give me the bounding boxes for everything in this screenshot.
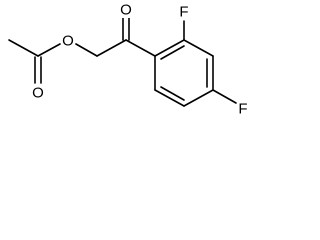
bond-ring-f-para	[212, 89, 237, 104]
molecule-drawing: O O O F F	[8, 2, 249, 118]
o-ester-label: O	[62, 33, 74, 50]
ring-bond-5	[154, 89, 185, 107]
bond-acetyl-c-o-ester	[37, 43, 61, 57]
o-acetyl-bg	[31, 85, 45, 101]
f-ortho-label: F	[179, 4, 188, 21]
bond-ch2-ketone-c	[96, 39, 127, 57]
f-ortho-bg	[178, 4, 190, 20]
bond-methyl-carbonyl	[8, 39, 39, 57]
ring-inner-double-3	[160, 86, 185, 101]
f-para-label: F	[238, 101, 247, 118]
ring-bond-4	[183, 89, 214, 107]
bond-o-ester-ch2	[75, 43, 98, 57]
bond-ketone-c-ring	[125, 39, 156, 57]
o-acetyl-label: O	[32, 85, 44, 102]
o-ester-bg	[61, 33, 75, 49]
structure-canvas: O O O F F	[8, 2, 249, 118]
ring-inner-double-1	[160, 45, 185, 60]
o-ketone-label: O	[120, 2, 132, 19]
f-para-bg	[237, 101, 249, 117]
o-ketone-bg	[119, 2, 133, 18]
ring-bond-1	[154, 39, 185, 57]
ring-bond-2	[183, 39, 214, 57]
